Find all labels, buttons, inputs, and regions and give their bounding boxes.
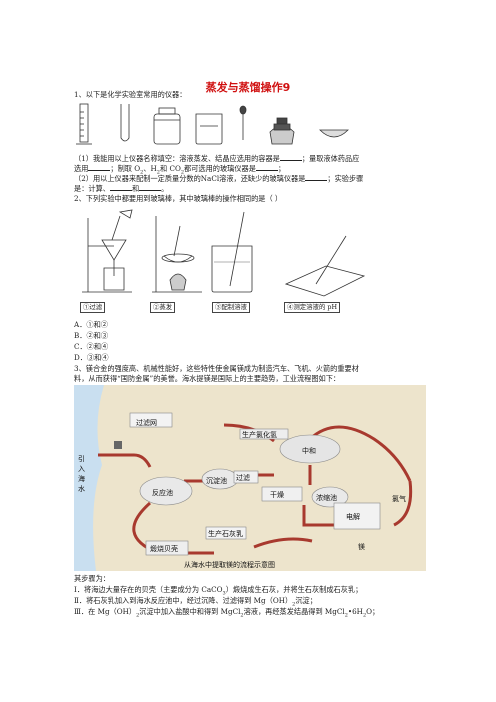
test-tube-icon [120, 104, 130, 142]
beaker-stirring-icon [211, 211, 253, 293]
label-magnesium: 镁 [358, 542, 365, 551]
step-1: Ⅰ．将海边大量存在的贝壳（主要成分为 CaCO3）煅烧成生石灰，并将生石灰制成石… [74, 585, 363, 597]
q1-line1: （1）我能用以上仪器名称填空：溶液蒸发、结晶应选用的容器是；量取液体药品应 [74, 154, 360, 163]
label-drying: 干燥 [270, 490, 284, 499]
alcohol-lamp-icon [269, 117, 295, 145]
graduated-cylinder-icon [76, 103, 92, 145]
q1-line4: 是：计算、和。 [74, 184, 169, 193]
reagent-bottle-icon [153, 107, 181, 145]
diagram-caption: 从海水中提取镁的流程示意图 [184, 560, 275, 569]
label-calcine-shells: 煅烧贝壳 [150, 544, 178, 553]
label-chlorine: 氯气 [392, 494, 406, 503]
label-neutralize: 中和 [302, 446, 316, 455]
lab-instruments-illustration [76, 103, 349, 145]
ph-test-plate-icon [284, 235, 366, 297]
caption-evaporation: ②蒸发 [150, 302, 176, 313]
label-reactor: 反应池 [152, 488, 173, 497]
option-d: D．③和④ [74, 353, 109, 362]
label-settling-tank: 沉淀池 [206, 476, 227, 485]
label-intake-1: 引 [78, 454, 85, 463]
label-intake-2: 入 [78, 465, 85, 473]
page-title: 蒸发与蒸馏操作9 [205, 81, 291, 94]
q1-line3: （2）用以上仪器来配制一定质量分数的NaCl溶液，还缺少的玻璃仪器是；实验步骤 [74, 174, 364, 183]
step-3: Ⅲ．在 Mg（OH）2沉淀中加入盐酸中和得到 MgCl2溶液，再经蒸发结晶得到 … [74, 607, 380, 619]
label-concentrator: 浓缩池 [316, 493, 337, 502]
step-2: Ⅱ．将石灰乳加入到海水反应池中，经过沉降、过滤得到 Mg（OH）2沉淀； [74, 596, 317, 608]
beaker-icon [195, 113, 223, 145]
label-produce-lime: 生产石灰乳 [208, 529, 243, 538]
q1-stem: 1、以下是化学实验室常用的仪器： [74, 90, 187, 99]
magnesium-flow-diagram: 过滤网 引 入 海 水 反应池 沉淀池 过滤 生产氯化氢 中和 干燥 浓缩池 电… [74, 385, 426, 571]
evaporation-apparatus-icon [152, 216, 202, 293]
label-intake-4: 水 [78, 484, 85, 493]
q3-stem-line2: 料，从而获得“国防金属”的美誉。海水提镁是国际上的主要趋势，工业流程图如下： [74, 374, 341, 383]
caption-prepare-solution: ③配制溶液 [212, 302, 250, 313]
steps-title: 其步骤为： [74, 574, 110, 583]
q2-experiments-illustration [82, 209, 366, 297]
q2-stem: 2、下列实验中都要用到玻璃棒，其中玻璃棒的操作相同的是（ ） [74, 194, 283, 203]
label-intake-3: 海 [78, 474, 85, 483]
caption-filtration: ①过滤 [80, 302, 106, 313]
filtration-apparatus-icon [82, 209, 133, 293]
q1-line2: 选用；制取 O2、H2和 CO2都可选用的玻璃仪器是； [74, 164, 286, 176]
q3-stem-line1: 3、镁合金的强度高、机械性能好，这些特性使金属镁成为制造汽车、飞机、火箭的重要材 [74, 364, 359, 373]
caption-ph: ④测定溶液的 pH [284, 302, 341, 313]
option-a: A．①和② [74, 320, 108, 329]
option-b: B．②和③ [74, 331, 109, 340]
label-electrolysis: 电解 [346, 512, 360, 521]
option-c: C．②和④ [74, 342, 109, 351]
label-filter-net: 过滤网 [136, 418, 157, 427]
label-filtration: 过滤 [236, 473, 250, 482]
label-produce-hcl: 生产氯化氢 [242, 430, 277, 439]
evaporating-dish-icon [319, 129, 349, 138]
dropper-icon [239, 105, 247, 140]
